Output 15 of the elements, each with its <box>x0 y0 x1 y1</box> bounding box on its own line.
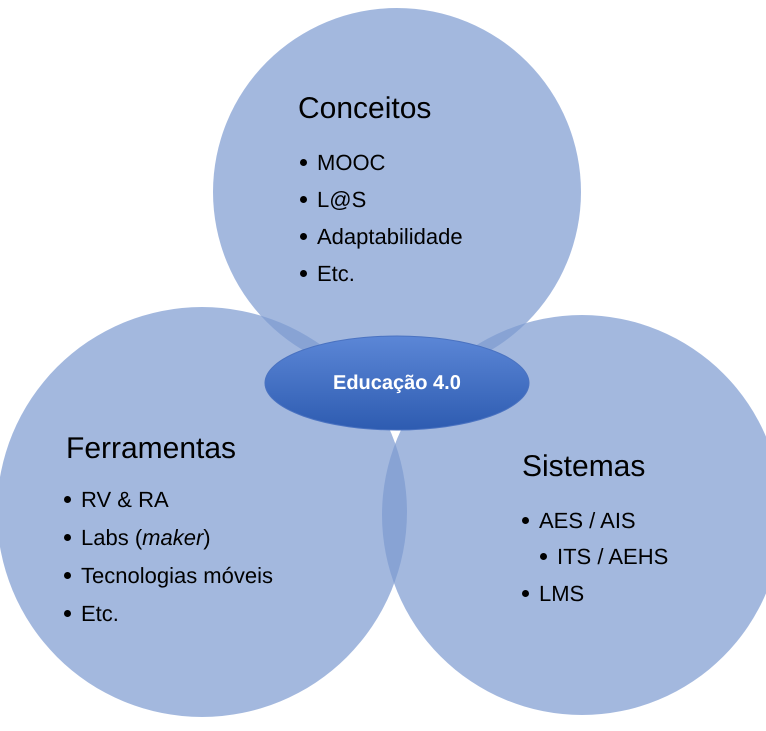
bullet-item: Etc. <box>64 601 119 627</box>
bullet-item: Labs (maker) <box>64 525 211 551</box>
center-label: Educação 4.0 <box>333 372 461 394</box>
bullet-item: AES / AIS <box>522 508 636 534</box>
circle-heading: Conceitos <box>298 92 432 126</box>
bullet-item: RV & RA <box>64 487 169 513</box>
circle-heading: Ferramentas <box>66 432 236 466</box>
bullet-item: LMS <box>522 581 584 607</box>
bullet-item: MOOC <box>300 150 386 176</box>
bullet-item: Adaptabilidade <box>300 224 463 250</box>
bullet-item: L@S <box>300 187 366 213</box>
bullet-item: ITS / AEHS <box>540 544 668 570</box>
bullet-item: Etc. <box>300 261 355 287</box>
bullet-item: Tecnologias móveis <box>64 563 273 589</box>
circle-heading: Sistemas <box>522 450 646 484</box>
